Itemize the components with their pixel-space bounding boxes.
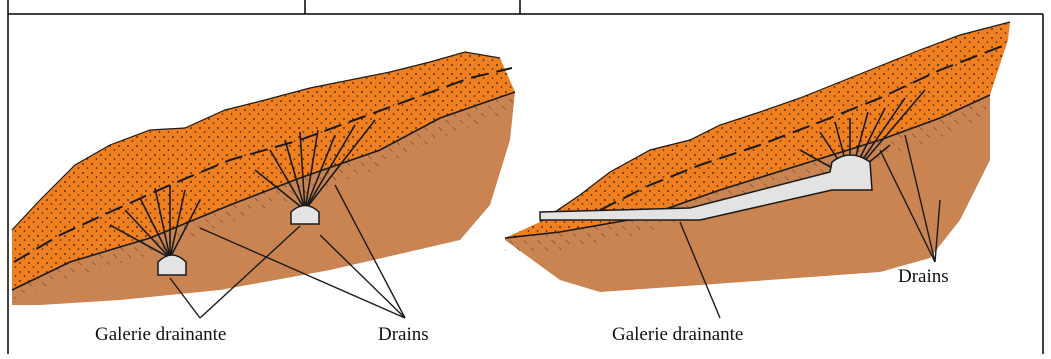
left-drains-label: Drains — [378, 324, 429, 345]
right-drains-label: Drains — [898, 266, 949, 287]
left-gallery-label: Galerie drainante — [95, 324, 226, 345]
right-panel: Drains Galerie drainante — [505, 22, 1010, 345]
left-panel: Galerie drainante Drains — [12, 52, 515, 345]
right-gallery-label: Galerie drainante — [612, 324, 743, 345]
left-gallery-2 — [291, 206, 319, 225]
left-gallery-1 — [158, 255, 186, 275]
